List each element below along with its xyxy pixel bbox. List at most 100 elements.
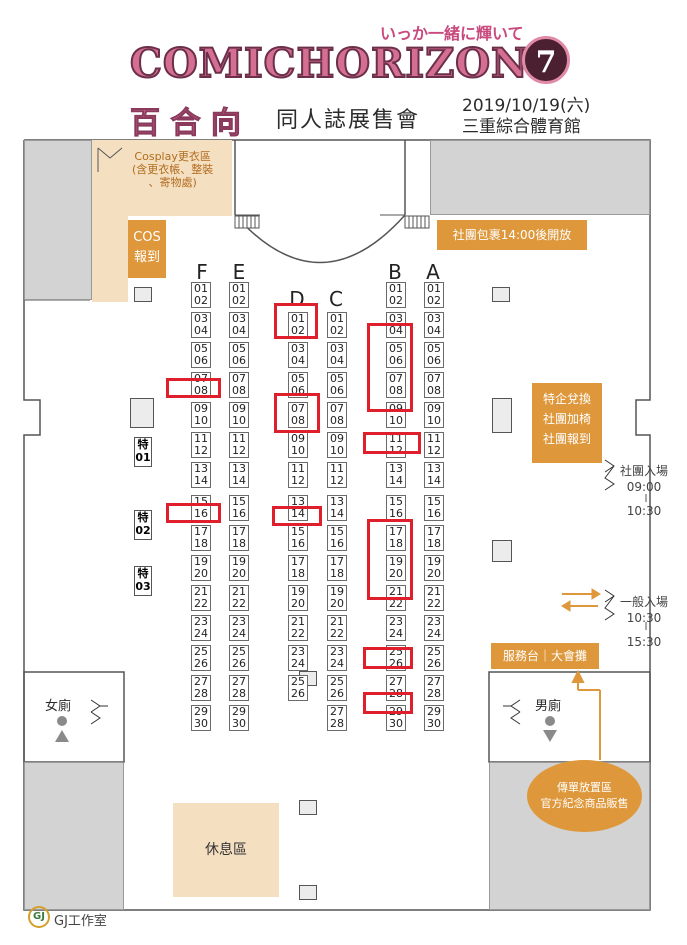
booth-number: 04 (232, 324, 246, 337)
booth-number: 22 (389, 597, 403, 610)
booth-number: 13 (291, 495, 305, 508)
booth-number: 19 (232, 555, 246, 568)
booth-number: 18 (291, 567, 305, 580)
booth-number: 01 (389, 282, 403, 295)
booth-number: 14 (427, 474, 441, 487)
booth-number: 27 (330, 705, 344, 718)
special-booth[interactable]: 特 03 (134, 566, 152, 596)
event-venue: 三重綜合體育館 (462, 117, 581, 137)
special-booth[interactable]: 特 01 (134, 437, 152, 467)
booth-number: 09 (330, 432, 344, 445)
booth-number: 02 (194, 294, 208, 307)
booth-number: 05 (389, 342, 403, 355)
booth-number: 14 (194, 474, 208, 487)
booth-number: 11 (194, 432, 208, 445)
booth-number: 19 (427, 555, 441, 568)
booth-number: 25 (232, 645, 246, 658)
booth-number: 22 (291, 627, 305, 640)
booth-number: 30 (427, 717, 441, 730)
special-booth[interactable]: 特 02 (134, 510, 152, 540)
booth-number: 19 (291, 585, 305, 598)
